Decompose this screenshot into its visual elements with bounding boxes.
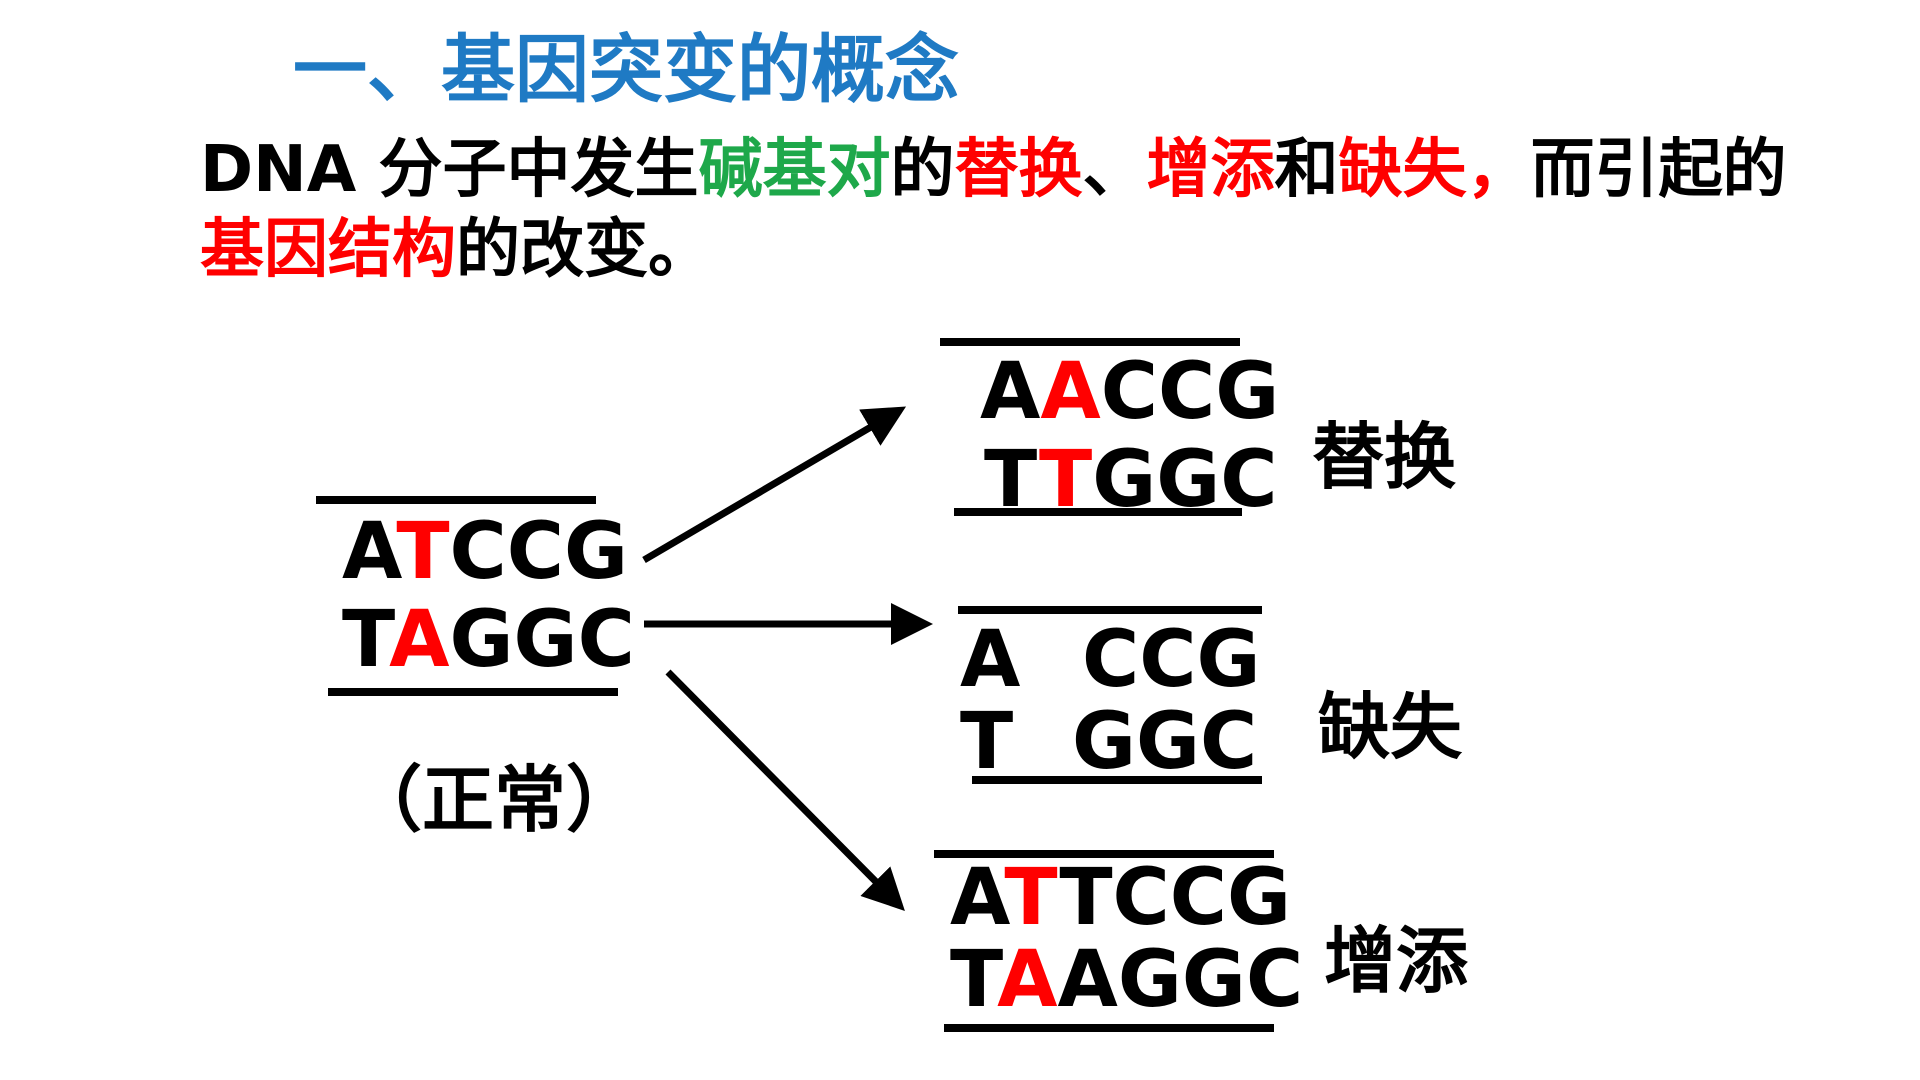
arrow-to-insertion <box>665 669 905 911</box>
definition-base-pair: 碱基对 <box>698 133 891 207</box>
definition-part: 而引起的 <box>1530 133 1787 207</box>
deletion-top-a: A <box>960 615 1020 705</box>
deletion-top-rest: CCG <box>1082 615 1261 705</box>
deletion-bottom-rest: GGC <box>1072 697 1257 787</box>
insertion-label: 增添 <box>1324 919 1468 1003</box>
definition-deletion: 缺失， <box>1338 133 1531 207</box>
normal-label: （正常） <box>350 758 638 842</box>
definition-part: DNA 分子中发生 <box>200 133 699 207</box>
definition-substitution: 替换 <box>954 133 1083 207</box>
normal-bottom-strand: TAGGC <box>342 595 635 685</box>
definition-text: DNA 分子中发生碱基对的替换、增添和缺失，而引起的基因结构的改变。 <box>200 130 1820 290</box>
deletion-label: 缺失 <box>1318 685 1463 769</box>
insertion-top-strand: ATTCCG <box>950 853 1291 943</box>
definition-insertion: 增添 <box>1146 133 1275 207</box>
slide-title: 一、基因突变的概念 <box>293 27 959 113</box>
deletion-bottom-t: T <box>960 697 1013 787</box>
substitution-label: 替换 <box>1312 415 1456 499</box>
definition-part: 的改变。 <box>456 213 712 287</box>
insertion-bottom-strand: TAAGGC <box>950 935 1303 1025</box>
definition-part: 、 <box>1082 133 1147 207</box>
definition-gene-structure: 基因结构 <box>200 213 456 287</box>
arrow-to-substitution <box>642 406 907 564</box>
definition-part: 的 <box>890 133 955 207</box>
normal-top-strand: ATCCG <box>342 507 628 597</box>
definition-part: 和 <box>1274 133 1339 207</box>
substitution-top-strand: AACCG <box>980 347 1279 437</box>
